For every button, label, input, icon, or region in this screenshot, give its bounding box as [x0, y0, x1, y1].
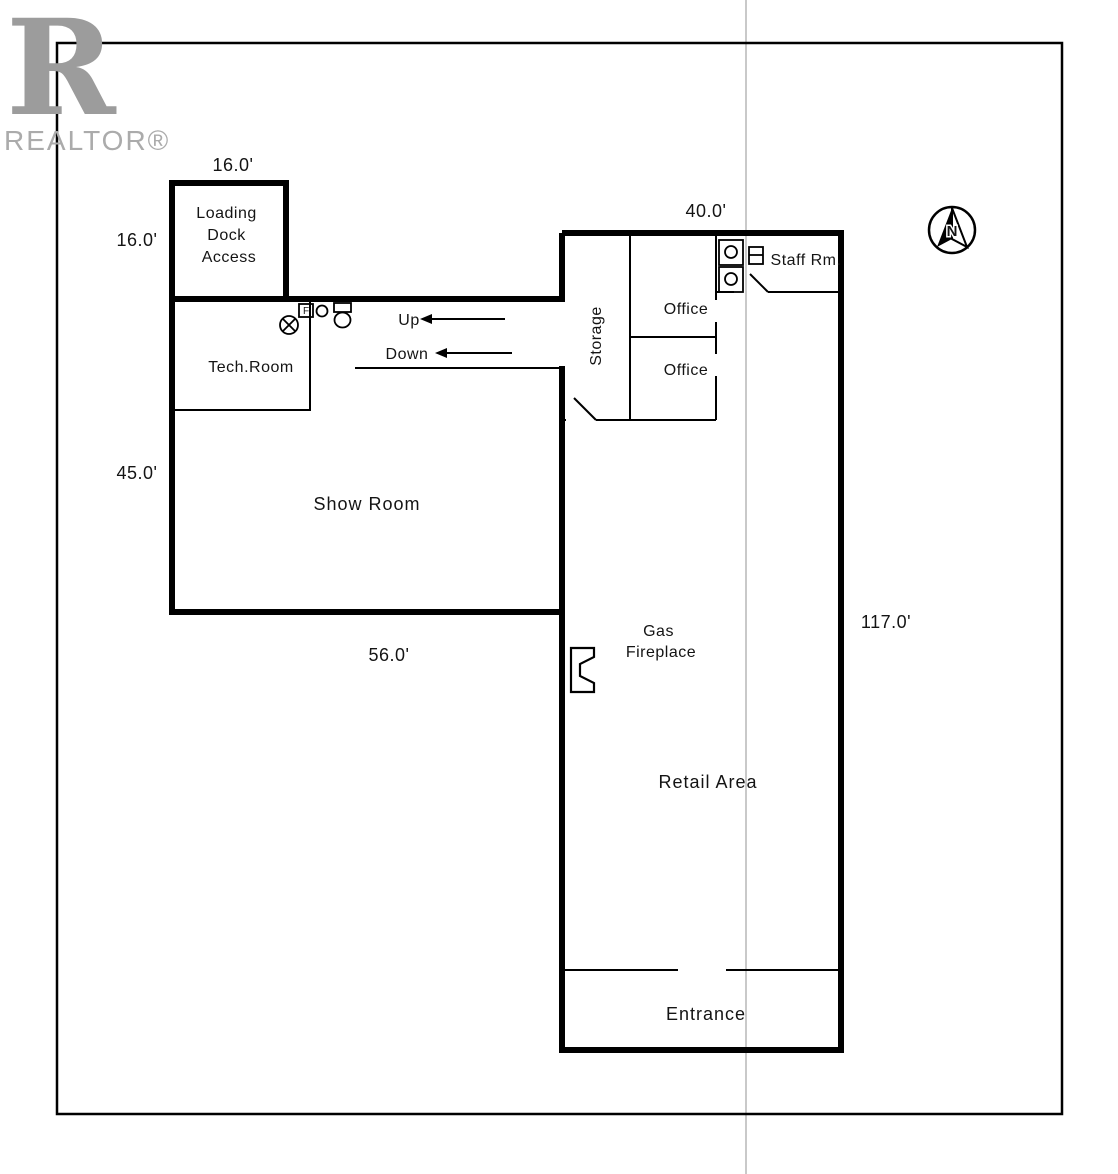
staff-room-label: Staff Rm.: [771, 252, 842, 269]
furnace-label: F: [303, 306, 309, 317]
up-arrow-head: [420, 314, 432, 324]
tech-room-label: Tech.Room: [208, 359, 293, 376]
toilet-bowl-icon: [333, 311, 352, 329]
dim-retail-length: 117.0': [861, 612, 911, 632]
tech-room-fixtures: [279, 302, 352, 335]
gas-fireplace-label-line1: Gas: [643, 623, 674, 640]
loading-dock-label-line2: Dock: [207, 227, 246, 244]
dimension-labels: 16.0' 16.0' 40.0' 45.0' 56.0' 117.0': [117, 155, 911, 665]
washer-door-icon: [724, 245, 738, 259]
loading-dock-walls: [169, 180, 289, 302]
furnace-fan-blades-icon: [282, 318, 296, 332]
tech-room-walls: [174, 302, 311, 411]
furnace-box-icon: [298, 303, 314, 318]
exterior-walls: [169, 180, 844, 1053]
compass-north-label: N: [947, 223, 958, 240]
compass-circle-icon: [927, 205, 977, 255]
furnace-fan-icon: [279, 315, 299, 335]
dim-show-room-depth: 45.0': [117, 463, 158, 483]
realtor-logo-text: REALTOR®: [4, 125, 170, 156]
loading-dock-label-line3: Access: [202, 249, 257, 266]
gas-fireplace-label: Gas Fireplace: [626, 623, 696, 661]
room-labels: Loading Dock Access Tech.Room Show Room …: [196, 205, 841, 1024]
office-2-label: Office: [664, 362, 709, 379]
stairs-down-label: Down: [386, 346, 429, 363]
north-arrow-left-icon: [937, 208, 952, 247]
entrance-label: Entrance: [666, 1004, 746, 1024]
dim-retail-width: 40.0': [686, 201, 727, 221]
stair-arrows: [420, 314, 512, 358]
storage-label: Storage: [588, 306, 605, 366]
north-arrow-right-icon: [951, 207, 969, 250]
storage-door-leaf: [573, 397, 597, 421]
gas-fireplace-icon: [569, 646, 596, 694]
retail-area-walls: [559, 230, 844, 1053]
water-heater-icon: [315, 304, 329, 318]
dryer-icon: [718, 266, 744, 293]
page-border: [55, 41, 1064, 1116]
loading-dock-label: Loading Dock Access: [196, 205, 261, 266]
down-arrow-head: [435, 348, 447, 358]
staff-room-door-leaf: [749, 273, 769, 293]
retail-area-label: Retail Area: [658, 772, 757, 792]
dim-loading-dock-depth: 16.0': [117, 230, 158, 250]
interior-walls: [174, 236, 841, 971]
compass: N: [927, 205, 977, 255]
dim-loading-dock-width: 16.0': [213, 155, 254, 175]
show-room-label: Show Room: [313, 494, 420, 514]
dryer-door-icon: [724, 272, 738, 286]
gas-fireplace-label-line2: Fireplace: [626, 644, 696, 661]
washer-icon: [718, 239, 744, 266]
realtor-logo-mark: R: [6, 0, 117, 146]
loading-dock-label-line1: Loading: [196, 205, 256, 222]
office-1-label: Office: [664, 301, 709, 318]
realtor-logo: R REALTOR®: [4, 0, 170, 156]
stairs-up-label: Up: [398, 312, 419, 329]
dim-show-room-width: 56.0': [369, 645, 410, 665]
staff-room-fixtures: [718, 239, 764, 293]
toilet-tank-icon: [333, 302, 352, 313]
